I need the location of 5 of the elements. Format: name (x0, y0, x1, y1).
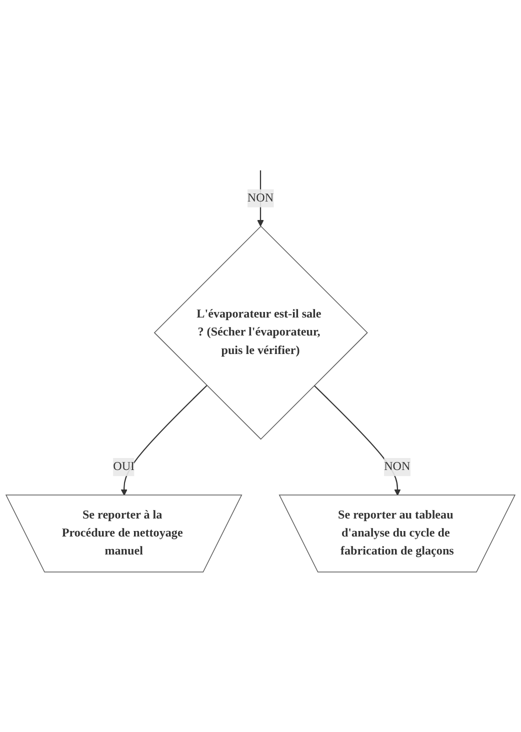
node-diamond: L'évaporateur est-il sale ? (Sécher l'évaporateur, puis le vérifier) (154, 226, 368, 440)
arrow (120, 386, 208, 496)
edge-label: OUI (113, 460, 135, 474)
edge-label: NON (384, 460, 410, 474)
edge-label: NON (247, 192, 274, 205)
